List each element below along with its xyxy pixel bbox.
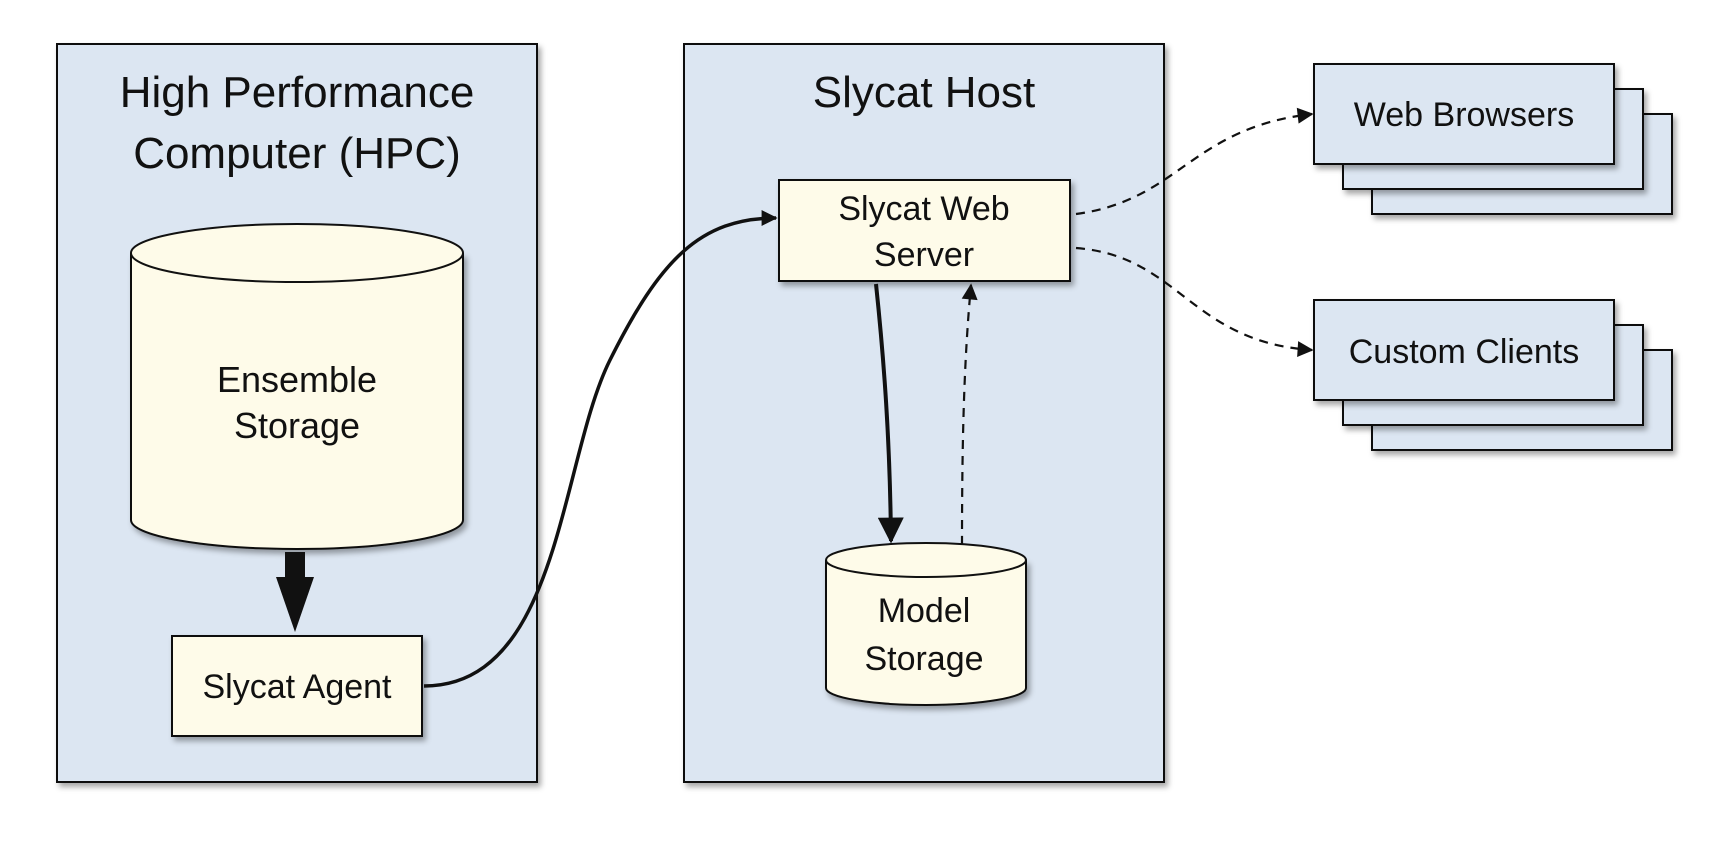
- web-browsers-stack: Web Browsers: [1313, 63, 1673, 215]
- web-server-label-line1: Slycat Web: [838, 190, 1009, 228]
- web-server-label-line2: Server: [874, 236, 974, 274]
- slycat-agent-box: Slycat Agent: [171, 635, 423, 737]
- web-server-to-web-browsers-arrow: [1075, 107, 1314, 216]
- web-server-to-custom-clients-arrow: [1075, 246, 1314, 358]
- hpc-title-line1: High Performance: [120, 68, 475, 117]
- custom-clients-stack: Custom Clients: [1313, 299, 1673, 451]
- slycat-host-title: Slycat Host: [813, 68, 1036, 117]
- slycat-agent-label: Slycat Agent: [202, 668, 392, 706]
- model-storage-cylinder: Model Storage: [825, 542, 1027, 706]
- custom-clients-label: Custom Clients: [1349, 333, 1580, 371]
- model-storage-to-web-server-arrow: [960, 283, 978, 546]
- ensemble-to-agent-arrow: [276, 552, 314, 632]
- slycat-web-server-box: Slycat Web Server: [778, 179, 1071, 282]
- web-browsers-label: Web Browsers: [1354, 96, 1574, 134]
- agent-to-web-server-arrow: [423, 210, 778, 688]
- slycat-host-container: Slycat Host: [683, 43, 1165, 783]
- ensemble-storage-label-line1: Ensemble: [217, 359, 377, 400]
- ensemble-storage-label-line2: Storage: [234, 405, 360, 446]
- ensemble-storage-cylinder: Ensemble Storage: [130, 223, 464, 550]
- hpc-title-line2: Computer (HPC): [133, 129, 461, 178]
- model-storage-label-line1: Model: [878, 592, 971, 630]
- model-storage-label-line2: Storage: [864, 640, 983, 678]
- web-server-to-model-storage-arrow: [874, 283, 904, 544]
